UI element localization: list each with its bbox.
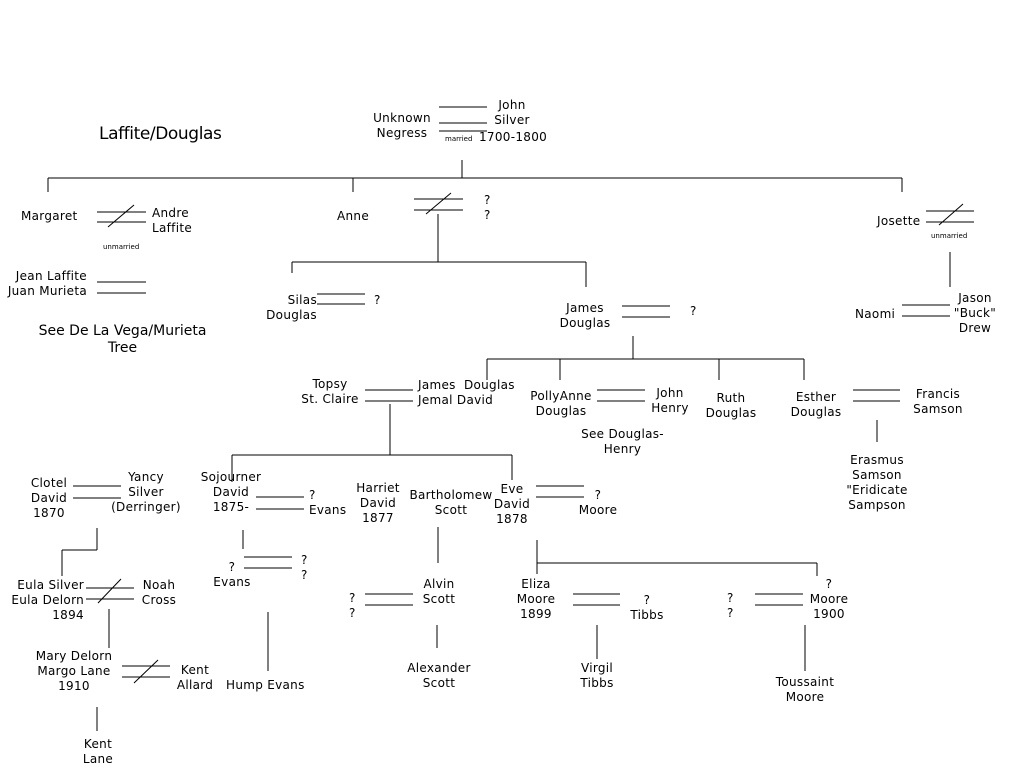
person-kent-allard: Kent Allard [176, 663, 214, 692]
moore-spouse-unknown: ? ? [727, 591, 734, 620]
evans-spouse-unknown: ? ? [301, 553, 308, 582]
tree-title: Laffite/Douglas [99, 124, 222, 144]
person-hump-evans: Hump Evans [226, 678, 305, 692]
person-topsy: Topsy St. Claire [301, 377, 359, 406]
unmarried-note-josette: unmarried [931, 232, 968, 240]
person-eliza-moore: Eliza Moore 1899 [516, 577, 556, 621]
person-naomi: Naomi [855, 307, 896, 321]
person-alvin-scott: Alvin Scott [422, 577, 456, 606]
person-toussaint-moore: Toussaint Moore [775, 675, 835, 704]
person-jean-laffite: Jean Laffite Juan Murieta [7, 269, 87, 298]
person-eve-david: Eve David 1878 [493, 482, 531, 526]
person-eula-silver: Eula Silver Eula Delorn 1894 [11, 578, 84, 622]
person-harriet-david: Harriet David 1877 [356, 481, 400, 525]
person-james-douglas: James Douglas [559, 301, 611, 330]
root-years: 1700-1800 [479, 130, 548, 144]
divorce-slash [107, 204, 135, 228]
person-jason-drew: Jason "Buck" Drew [953, 291, 997, 335]
person-john-henry: John Henry [651, 386, 689, 415]
person-erasmus-samson: Erasmus Samson "Eridicate Sampson [846, 453, 908, 512]
person-alexander-scott: Alexander Scott [407, 661, 471, 690]
divorce-slash [97, 578, 122, 604]
unmarried-note-margaret: unmarried [103, 243, 140, 251]
person-clotel-david: Clotel David 1870 [30, 476, 68, 520]
sojourner-spouse-evans: ? Evans [309, 488, 347, 517]
person-noah-cross: Noah Cross [141, 578, 177, 607]
divorce-slash [133, 659, 159, 684]
person-james-jemal-david: James Douglas Jemal David [418, 378, 515, 407]
person-bartholomew-scott: Bartholomew Scott [409, 488, 493, 517]
person-silas-douglas: Silas Douglas [266, 293, 317, 322]
see-douglas-henry-note: See Douglas- Henry [581, 427, 664, 456]
person-john-silver: John Silver [494, 98, 530, 127]
person-esther-douglas: Esther Douglas [790, 390, 842, 419]
person-unknown-negress: Unknown Negress [373, 111, 431, 140]
james-spouse-unknown: ? [690, 304, 697, 318]
person-kent-lane: Kent Lane [82, 737, 114, 766]
person-pollyanne-douglas: PollyAnne Douglas [530, 389, 592, 418]
person-francis-samson: Francis Samson [913, 387, 963, 416]
person-virgil-tibbs: Virgil Tibbs [580, 661, 614, 690]
silas-spouse-unknown: ? [374, 293, 381, 307]
person-josette: Josette [877, 214, 921, 228]
person-yancy-silver: Yancy Silver (Derringer) [111, 470, 181, 514]
person-mary-delorn: Mary Delorn Margo Lane 1910 [35, 649, 113, 693]
alvin-spouse-unknown: ? ? [349, 591, 356, 620]
eliza-spouse-tibbs: ? Tibbs [630, 593, 664, 622]
person-anne: Anne [337, 209, 370, 223]
person-ruth-douglas: Ruth Douglas [705, 391, 757, 420]
person-moore-1900: ? Moore 1900 [809, 577, 849, 621]
married-note: married [445, 135, 473, 143]
eve-spouse-moore: ? Moore [578, 488, 618, 517]
divorce-slash [938, 203, 964, 226]
person-sojourner-david: Sojourner David 1875- [200, 470, 262, 514]
person-andre-laffite: Andre Laffite [152, 206, 193, 235]
see-de-la-vega-note: See De La Vega/Murieta Tree [38, 323, 207, 356]
anne-spouse-unknown: ? ? [484, 193, 491, 222]
person-margaret: Margaret [21, 209, 78, 223]
person-evans: ? Evans [213, 560, 251, 589]
divorce-slash [425, 192, 452, 215]
